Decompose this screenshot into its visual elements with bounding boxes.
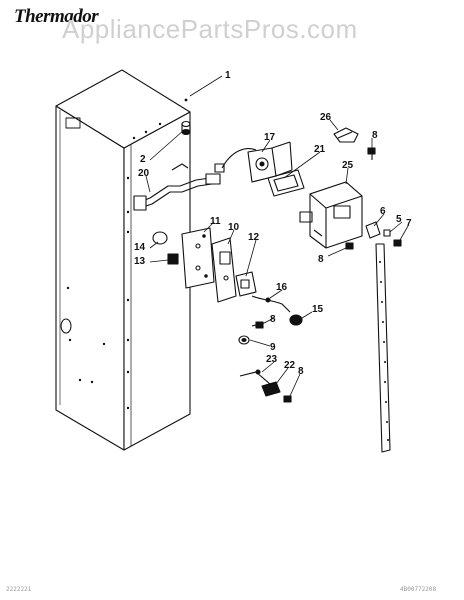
callout-16: 16 <box>276 282 288 293</box>
callout-11: 11 <box>210 216 221 227</box>
callout-23: 23 <box>266 354 278 365</box>
part-7-screw <box>393 239 402 247</box>
callout-20: 20 <box>138 168 150 179</box>
part-14-knob <box>152 231 168 245</box>
watermark: AppliancePartsPros.com <box>62 14 358 44</box>
part-9-grommet <box>238 335 250 345</box>
callout-17: 17 <box>264 132 276 143</box>
callout-26: 26 <box>320 112 332 123</box>
callout-2: 2 <box>140 154 146 165</box>
part-17-damper-motor <box>214 141 293 183</box>
callout-14: 14 <box>134 242 146 253</box>
part-8-screw-mid <box>345 242 354 250</box>
part-15-knob <box>289 314 303 326</box>
callout-7: 7 <box>406 218 412 229</box>
callout-6: 6 <box>380 206 386 217</box>
part-25-damper-housing <box>299 181 363 249</box>
callout-8-a: 8 <box>372 130 378 141</box>
part-20-wire-harness <box>133 163 221 211</box>
callout-15: 15 <box>312 304 324 315</box>
part-16-wire <box>251 295 291 313</box>
callout-5: 5 <box>396 214 402 225</box>
control-rod-strip <box>375 243 391 453</box>
part-13-tab <box>167 253 179 265</box>
part-8-screw-bottom <box>283 395 292 403</box>
part-10-thermostat <box>211 237 237 303</box>
brand-logo: Thermador <box>14 6 99 27</box>
callout-22: 22 <box>284 360 296 371</box>
part-11-mounting-plate <box>181 227 215 289</box>
part-1-cap <box>181 120 191 136</box>
footer-left-code: 2222221 <box>6 586 32 593</box>
part-26-clip <box>333 127 359 143</box>
callout-8-c: 8 <box>270 314 276 325</box>
part-21-gasket <box>267 169 305 197</box>
part-8-screw-top <box>367 147 376 160</box>
callout-9: 9 <box>270 342 276 353</box>
callout-1: 1 <box>225 70 231 81</box>
part-8-screw-lower <box>251 321 264 329</box>
callout-8-b: 8 <box>318 254 324 265</box>
callout-8-d: 8 <box>298 366 304 377</box>
callout-10: 10 <box>228 222 240 233</box>
callout-25: 25 <box>342 160 354 171</box>
part-5-nut <box>383 229 391 237</box>
part-22-sensor <box>261 381 281 397</box>
callout-13: 13 <box>134 256 146 267</box>
part-23-wire <box>239 369 271 385</box>
cabinet-housing <box>55 69 191 451</box>
callout-labels: 1 2 20 17 26 8 21 25 6 5 7 8 11 10 14 13… <box>134 70 412 377</box>
leader-lines <box>145 75 409 397</box>
part-6-bracket <box>365 221 381 239</box>
callout-12: 12 <box>248 232 260 243</box>
callout-21: 21 <box>314 144 326 155</box>
footer-right-code: 4B00772208 <box>400 586 437 593</box>
